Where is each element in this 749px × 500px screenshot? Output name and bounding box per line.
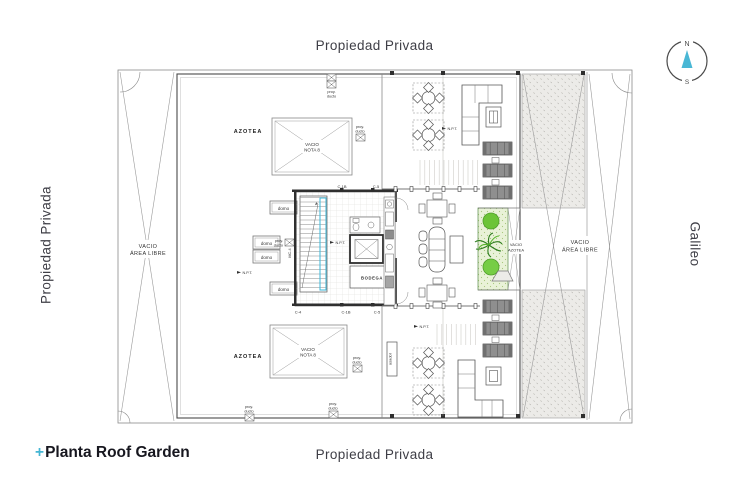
title-text: Planta Roof Garden xyxy=(45,444,190,461)
spot-elevations: N.P.T. N.P.T. N.P.T. N.P.T. xyxy=(237,127,457,329)
dining-terrace xyxy=(382,186,480,309)
npt-3: N.P.T. xyxy=(420,325,430,329)
grid-bottom-c4: C-4 xyxy=(295,310,302,315)
skylight-upper-line2: NOTA 8 xyxy=(304,148,320,153)
duct-b-1: proy. xyxy=(356,125,364,129)
property-boundary xyxy=(117,69,633,424)
duct-c-1: proy. xyxy=(353,356,361,360)
duct-a-1: proy. xyxy=(327,90,335,94)
npt-1: N.P.T. xyxy=(336,241,346,245)
duct-callouts: proy. ducto proy. ducto proy. ducto proy… xyxy=(244,73,366,422)
shrub-icon xyxy=(482,212,500,230)
duct-f-1: proy. xyxy=(275,239,283,243)
stair-core: BODEGA C-1B C-5 C-4 C-1B C-5 MC-4 xyxy=(288,184,398,315)
palm-tree-icon xyxy=(474,232,503,258)
skylight-void-upper: VACIO NOTA 8 xyxy=(271,117,353,176)
vacio-azotea-line2: AZOTEA xyxy=(508,248,524,253)
grill: asador xyxy=(386,341,398,377)
azotea-upper-label: AZOTEA xyxy=(234,129,263,135)
sectional-sofa-bottom xyxy=(457,359,504,418)
side-table-top xyxy=(485,106,502,128)
grid-bottom-c5: C-5 xyxy=(374,310,381,315)
duct-f-2: ducto xyxy=(274,244,283,248)
grid-left-mc4: MC-4 xyxy=(288,248,292,257)
bathroom xyxy=(349,216,381,234)
vacio-left-line2: ÁREA LIBRE xyxy=(130,250,166,257)
duct-d-2: ducto xyxy=(244,410,253,414)
grid-top-c5: C-5 xyxy=(373,184,380,189)
vacio-right-line2: ÁREA LIBRE xyxy=(562,247,598,254)
upper-terrace xyxy=(412,82,513,200)
asador-label: asador xyxy=(388,352,393,365)
compass-south-label: S xyxy=(685,79,690,86)
compass-north-label: N xyxy=(684,41,689,48)
boundary-label-top: Propiedad Privada xyxy=(315,38,434,53)
sectional-sofa-top xyxy=(461,84,503,146)
azotea-lower-label: AZOTEA xyxy=(234,354,263,360)
duct-d-1: proy. xyxy=(245,405,253,409)
duct-e-1: proy. xyxy=(329,402,337,406)
skylight-upper-line1: VACIO xyxy=(305,142,319,147)
square-dining-table-top xyxy=(418,192,456,225)
azotea-upper: AZOTEA VACIO NOTA 8 xyxy=(234,117,353,176)
right-setback-strip xyxy=(586,72,633,422)
compass-icon: N S xyxy=(666,37,708,86)
side-table-bottom xyxy=(485,366,502,386)
staircase xyxy=(299,195,328,293)
npt-4: N.P.T. xyxy=(243,271,253,275)
skylight-lower-line1: VACIO xyxy=(301,347,315,352)
lower-terrace: asador xyxy=(386,299,513,418)
bodega-label: BODEGA xyxy=(361,276,383,281)
azotea-lower: AZOTEA VACIO NOTA 8 xyxy=(234,324,348,379)
grid-top-c1b: C-1B xyxy=(337,184,346,189)
garden-planter: VACIO AZOTEA xyxy=(474,207,524,291)
long-dining-table xyxy=(418,226,464,273)
vacio-right-line1: VACIO xyxy=(571,240,590,246)
elevator xyxy=(349,234,384,264)
grid-bottom-c1b: C-1B xyxy=(341,310,350,315)
kitchen-counter xyxy=(383,196,396,306)
pergola-slats-top xyxy=(419,160,478,185)
duct-e-2: ducto xyxy=(328,407,337,411)
duct-a-2: ducto xyxy=(327,95,336,99)
npt-2: N.P.T. xyxy=(448,127,458,131)
garden-canopy-icon xyxy=(491,270,514,282)
vacio-azotea-line1: VACIO xyxy=(510,242,522,247)
duct-c-2: ducto xyxy=(352,361,361,365)
skylight-lower-line2: NOTA 8 xyxy=(300,353,316,358)
skylight-void-lower: VACIO NOTA 8 xyxy=(269,324,348,379)
square-dining-table-bottom xyxy=(418,277,456,309)
compass-needle xyxy=(681,50,693,68)
left-setback-strip: VACIO ÁREA LIBRE xyxy=(117,71,175,424)
drawing-title: +Planta Roof Garden xyxy=(35,444,190,462)
gravel-strip: VACIO ÁREA LIBRE xyxy=(521,73,606,419)
title-plus-icon: + xyxy=(35,444,45,461)
duct-b-2: ducto xyxy=(355,130,364,134)
pergola-slats-bottom xyxy=(436,324,476,345)
boundary-label-bottom: Propiedad Privada xyxy=(315,447,434,462)
vacio-left-line1: VACIO xyxy=(139,244,158,250)
shrub-icon xyxy=(482,258,500,276)
